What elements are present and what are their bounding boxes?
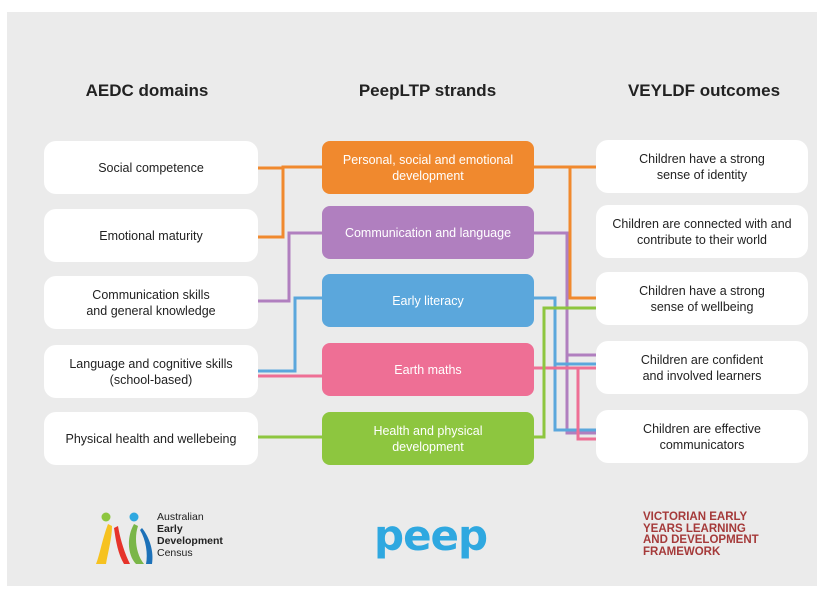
veyldf-outcome-connected: Children are connected with and contribu…	[596, 205, 808, 258]
veyldf-outcome-wellbeing: Children have a strong sense of wellbein…	[596, 272, 808, 325]
connector-purple-right	[534, 231, 596, 435]
veyldf-outcome-communicators: Children are effective communicators	[596, 410, 808, 463]
header-aedc-domains: AEDC domains	[85, 81, 209, 100]
connector-purple-left	[258, 231, 322, 303]
peep-logo: peep	[374, 511, 488, 560]
aedc-logo-icon	[96, 512, 153, 564]
peep-strand-communication: Communication and language	[322, 206, 534, 259]
connector-orange-emotional	[258, 167, 285, 239]
aedc-domain-language-cognitive: Language and cognitive skills (school-ba…	[44, 345, 258, 398]
connector-orange-social	[258, 165, 322, 170]
connector-blue-right	[534, 296, 596, 432]
peep-strand-personal-social: Personal, social and emotional developme…	[322, 141, 534, 194]
header-peepltp-strands: PeepLTP strands	[358, 81, 497, 100]
aedc-domain-communication-skills: Communication skills and general knowled…	[44, 276, 258, 329]
veyldf-logo: VICTORIAN EARLY YEARS LEARNING AND DEVEL…	[643, 511, 759, 558]
aedc-domain-physical-health: Physical health and wellebeing	[44, 412, 258, 465]
peep-strand-earth-maths: Earth maths	[322, 343, 534, 396]
peep-strand-health-physical: Health and physical development	[322, 412, 534, 465]
header-veyldf-outcomes: VEYLDF outcomes	[627, 81, 781, 100]
aedc-domain-emotional-maturity: Emotional maturity	[44, 209, 258, 262]
aedc-domain-social-competence: Social competence	[44, 141, 258, 194]
connector-blue-left	[258, 296, 322, 373]
veyldf-outcome-confident-learners: Children are confident and involved lear…	[596, 341, 808, 394]
peep-strand-early-literacy: Early literacy	[322, 274, 534, 327]
veyldf-outcome-identity: Children have a strong sense of identity	[596, 140, 808, 193]
connector-green-right	[534, 306, 596, 439]
connector-orange-wellbeing	[568, 167, 596, 300]
